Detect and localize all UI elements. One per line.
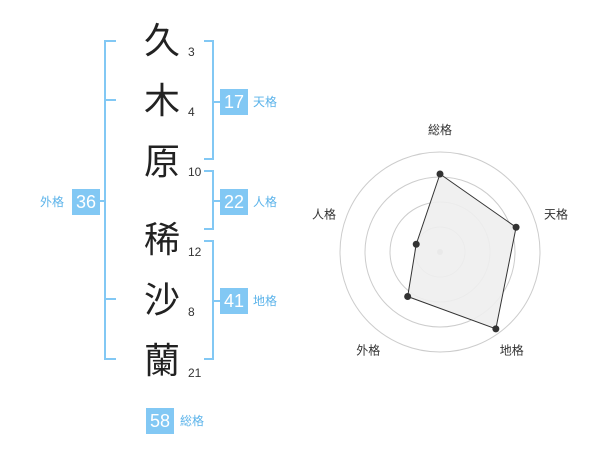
radar-axis-label-3: 地格: [500, 343, 524, 358]
radar-axis-label-1: 総格: [428, 122, 452, 137]
radar-point-2: [512, 223, 520, 231]
chikaku-value: 41: [220, 288, 248, 314]
name-char-6: 蘭: [143, 341, 180, 382]
radar-data-polygon: [407, 173, 517, 330]
jinkaku-value: 22: [220, 189, 248, 215]
stroke-count-6: 21: [188, 366, 202, 380]
stroke-count-3: 10: [188, 165, 202, 179]
stroke-count-1: 3: [188, 45, 195, 59]
soukaku-value: 58: [146, 408, 174, 434]
name-char-5: 沙: [143, 280, 180, 321]
radar-axis-label-2: 天格: [544, 206, 568, 221]
radar-point-5: [412, 240, 420, 248]
radar-point-3: [492, 325, 500, 333]
soukaku-label: 総格: [180, 414, 205, 428]
gaikaku-value: 36: [72, 189, 100, 215]
stroke-count-5: 8: [188, 305, 195, 319]
gaikaku-label: 外格: [40, 195, 65, 209]
radar-point-1: [436, 170, 444, 178]
name-char-3: 原: [143, 142, 180, 183]
radar-axis-label-5: 人格: [312, 206, 336, 221]
name-char-2: 木: [143, 81, 180, 122]
radar-axis-label-4: 外格: [356, 343, 380, 358]
name-char-1: 久: [143, 21, 180, 62]
stroke-count-2: 4: [188, 105, 195, 119]
name-char-4: 稀: [143, 220, 180, 261]
tenkaku-value: 17: [220, 89, 248, 115]
radar-point-4: [404, 292, 412, 300]
jinkaku-label: 人格: [253, 195, 278, 209]
radar-grid-ring: [339, 151, 541, 353]
stroke-count-4: 12: [188, 245, 202, 259]
tenkaku-label: 天格: [253, 95, 278, 109]
chikaku-label: 地格: [253, 294, 278, 308]
